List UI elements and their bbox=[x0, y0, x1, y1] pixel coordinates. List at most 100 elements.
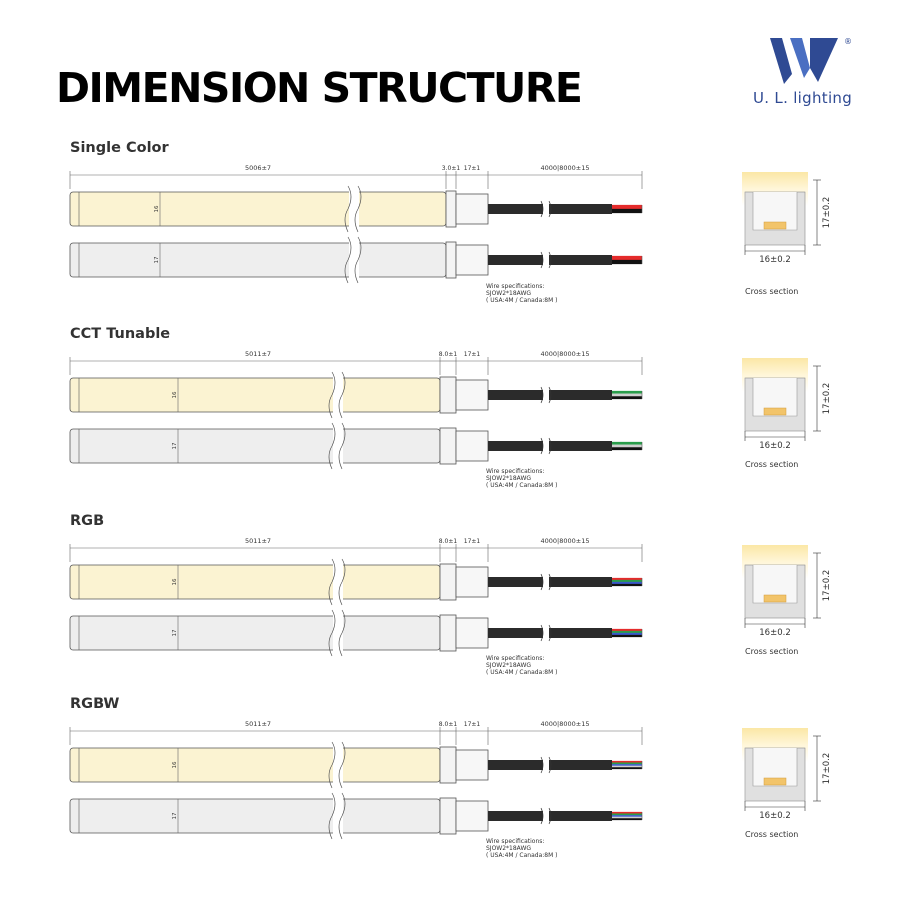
break-mark-left bbox=[328, 609, 336, 657]
led-chip bbox=[763, 777, 787, 786]
cable-length-label: 4000|8000±15 bbox=[541, 350, 590, 358]
cable bbox=[488, 204, 612, 214]
cable bbox=[488, 390, 612, 400]
strip-body bbox=[69, 747, 441, 783]
total-length-label: 5011±7 bbox=[245, 350, 271, 358]
cross-section-height: 17±0.2 bbox=[822, 197, 832, 228]
lit-strip: 16 bbox=[69, 185, 643, 233]
total-length-label: 5011±7 bbox=[245, 720, 271, 728]
wire-spec-line: ( USA:4M / Canada:8M ) bbox=[486, 852, 558, 859]
break-mark-right bbox=[354, 185, 362, 233]
end-cap bbox=[439, 797, 457, 835]
cross-section-height: 17±0.2 bbox=[822, 570, 832, 601]
cable bbox=[488, 628, 612, 638]
connector bbox=[455, 379, 489, 411]
cable-break-gap bbox=[543, 201, 549, 217]
section-title: RGB bbox=[70, 513, 105, 529]
cross-section-drawing: 16±0.217±0.2 bbox=[742, 545, 832, 638]
cable-length-label: 4000|8000±15 bbox=[541, 537, 590, 545]
wire-spec-line: Wire specifications: bbox=[486, 283, 545, 290]
strip-body bbox=[69, 377, 441, 413]
cable bbox=[488, 577, 612, 587]
cable-break-mark bbox=[548, 624, 552, 642]
break-mark-left bbox=[328, 371, 336, 419]
wire-spec-line: Wire specifications: bbox=[486, 838, 545, 845]
cross-section-drawing: 16±0.217±0.2 bbox=[742, 172, 832, 265]
cable-break-mark bbox=[540, 573, 544, 591]
cross-section-height: 17±0.2 bbox=[822, 753, 832, 784]
cross-section-width: 16±0.2 bbox=[759, 811, 790, 821]
cable bbox=[488, 760, 612, 770]
height-label: 16 bbox=[172, 761, 178, 768]
strip-body bbox=[69, 428, 441, 464]
break-gap bbox=[333, 426, 343, 466]
end-cap bbox=[439, 427, 457, 465]
cable-break-mark bbox=[548, 437, 552, 455]
cable-break-gap bbox=[543, 574, 549, 590]
break-mark-right bbox=[338, 792, 346, 840]
total-length-label: 5006±7 bbox=[245, 164, 271, 172]
led-chip bbox=[763, 221, 787, 230]
cable bbox=[488, 255, 612, 265]
cable-length-label: 4000|8000±15 bbox=[541, 720, 590, 728]
connector bbox=[455, 244, 489, 276]
cable-break-gap bbox=[543, 252, 549, 268]
cable-break-mark bbox=[548, 386, 552, 404]
cross-section-label: Cross section bbox=[745, 287, 799, 296]
break-mark-left bbox=[344, 185, 352, 233]
height-label: 16 bbox=[172, 391, 178, 398]
connector bbox=[455, 430, 489, 462]
break-mark-left bbox=[328, 422, 336, 470]
height-label: 17 bbox=[172, 442, 178, 449]
wire-spec-line: SJOW2*18AWG bbox=[486, 662, 532, 669]
cable-break-mark bbox=[548, 573, 552, 591]
lit-strip: 16 bbox=[69, 371, 643, 419]
connector bbox=[455, 193, 489, 225]
break-mark-right bbox=[338, 558, 346, 606]
wire-spec-line: SJOW2*18AWG bbox=[486, 290, 532, 297]
break-gap bbox=[349, 189, 359, 229]
break-mark-left bbox=[328, 792, 336, 840]
profile-channel bbox=[752, 748, 798, 787]
cable-break-gap bbox=[543, 808, 549, 824]
cross-section-drawing: 16±0.2 17±0.2 bbox=[742, 728, 832, 821]
lit-strip: 16 bbox=[69, 558, 643, 606]
strip-body bbox=[69, 242, 447, 278]
end-cap-label: 3.0±1 bbox=[442, 165, 461, 172]
cable-break-mark bbox=[548, 200, 552, 218]
cable-break-mark bbox=[540, 807, 544, 825]
cross-section-label: Cross section bbox=[745, 460, 799, 469]
end-cap bbox=[445, 190, 457, 228]
wire-spec-line: ( USA:4M / Canada:8M ) bbox=[486, 482, 558, 489]
profile-channel bbox=[752, 378, 798, 417]
section-title: RGBW bbox=[70, 696, 120, 712]
section-title: Single Color bbox=[70, 140, 169, 156]
unlit-strip: 17 bbox=[69, 236, 643, 284]
cross-section-width: 16±0.2 bbox=[759, 441, 790, 451]
connector bbox=[455, 566, 489, 598]
cable-break-mark bbox=[540, 200, 544, 218]
end-cap-label: 8.0±1 bbox=[439, 538, 458, 545]
wire-spec: Wire specifications:SJOW2*18AWG( USA:4M … bbox=[486, 838, 558, 859]
led-chip bbox=[763, 594, 787, 603]
end-cap bbox=[445, 241, 457, 279]
cable bbox=[488, 441, 612, 451]
wire-spec-line: ( USA:4M / Canada:8M ) bbox=[486, 297, 558, 304]
break-gap bbox=[333, 562, 343, 602]
wire-spec: Wire specifications:SJOW2*18AWG( USA:4M … bbox=[486, 283, 558, 304]
break-mark-left bbox=[328, 558, 336, 606]
connector-label: 17±1 bbox=[464, 538, 481, 545]
cross-section-label: Cross section bbox=[745, 647, 799, 656]
end-cap-label: 8.0±1 bbox=[439, 351, 458, 358]
lit-strip: 16 bbox=[69, 741, 643, 789]
strip-body bbox=[69, 798, 441, 834]
wire-spec-line: SJOW2*18AWG bbox=[486, 475, 532, 482]
wire-spec-line: Wire specifications: bbox=[486, 655, 545, 662]
height-label: 17 bbox=[154, 256, 160, 263]
cable-break-mark bbox=[540, 624, 544, 642]
strip-body bbox=[69, 615, 441, 651]
break-gap bbox=[349, 240, 359, 280]
